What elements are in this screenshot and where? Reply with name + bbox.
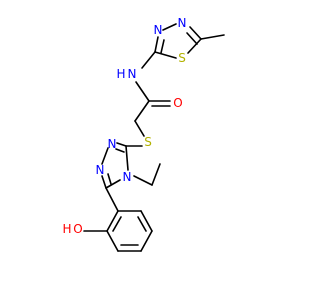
bond-n3-c2 <box>154 36 159 53</box>
bond-methyl <box>200 34 225 40</box>
atom-n-triazole-a: N <box>108 137 117 151</box>
atom-s-thioether: S <box>144 135 152 149</box>
bond-ph2-ph3-inner <box>137 216 147 232</box>
bond-c2-s1 <box>154 51 177 59</box>
atom-n-thiadiazole-a: N <box>178 16 187 30</box>
bond-n1-c5 <box>101 175 107 189</box>
bond-c5-n4 <box>105 179 121 189</box>
bond-c5-n4-double <box>186 32 198 45</box>
atom-h-hydroxyl: H <box>62 222 71 236</box>
bond-ch2-s <box>134 120 145 137</box>
bond-ph3-ph4 <box>140 230 153 252</box>
bond-c2-nh <box>141 51 156 69</box>
atom-o-carbonyl: O <box>173 96 182 110</box>
atom-s-thiadiazole: S <box>178 51 186 65</box>
atom-n-thiadiazole-b: N <box>154 23 163 37</box>
bond-n2-n1 <box>101 147 109 165</box>
bond-n3-c2-double <box>160 39 165 54</box>
structure-diagram: N N S N H O S N N N O H <box>62 16 225 252</box>
bond-ph6-ph1 <box>106 210 119 232</box>
bond-ch2-ch3 <box>151 163 161 186</box>
bond-c5-phenyl <box>105 187 119 212</box>
bond-n4-ch2 <box>133 175 153 186</box>
bond-ph2-ph3 <box>140 210 153 232</box>
atom-labels: N N S N H O S N N N O H <box>62 16 186 236</box>
bond-co-ch2 <box>134 100 150 122</box>
atom-h-amide: H <box>116 67 125 81</box>
bond-c3-n2-double <box>115 148 125 153</box>
bond-nh-co <box>135 81 150 102</box>
atom-o-hydroxyl: O <box>73 222 82 236</box>
atom-n-triazole-c: N <box>123 170 132 184</box>
bond-n4-c3 <box>125 145 129 171</box>
bond-c5-n4 <box>189 26 202 40</box>
bond-n1-c5-double <box>107 173 112 185</box>
bond-n4-n3 <box>162 23 177 31</box>
atom-n-amide: N <box>128 67 137 81</box>
atom-n-triazole-b: N <box>96 163 105 177</box>
bond-s1-c5 <box>187 38 202 54</box>
molecule-canvas: N N S N H O S N N N O H <box>62 16 225 252</box>
bond-c3-n2 <box>116 142 127 147</box>
bond-ph6-ph1-inner <box>112 216 122 232</box>
bond-ph5-ph6 <box>106 230 119 252</box>
bonds <box>83 23 225 252</box>
